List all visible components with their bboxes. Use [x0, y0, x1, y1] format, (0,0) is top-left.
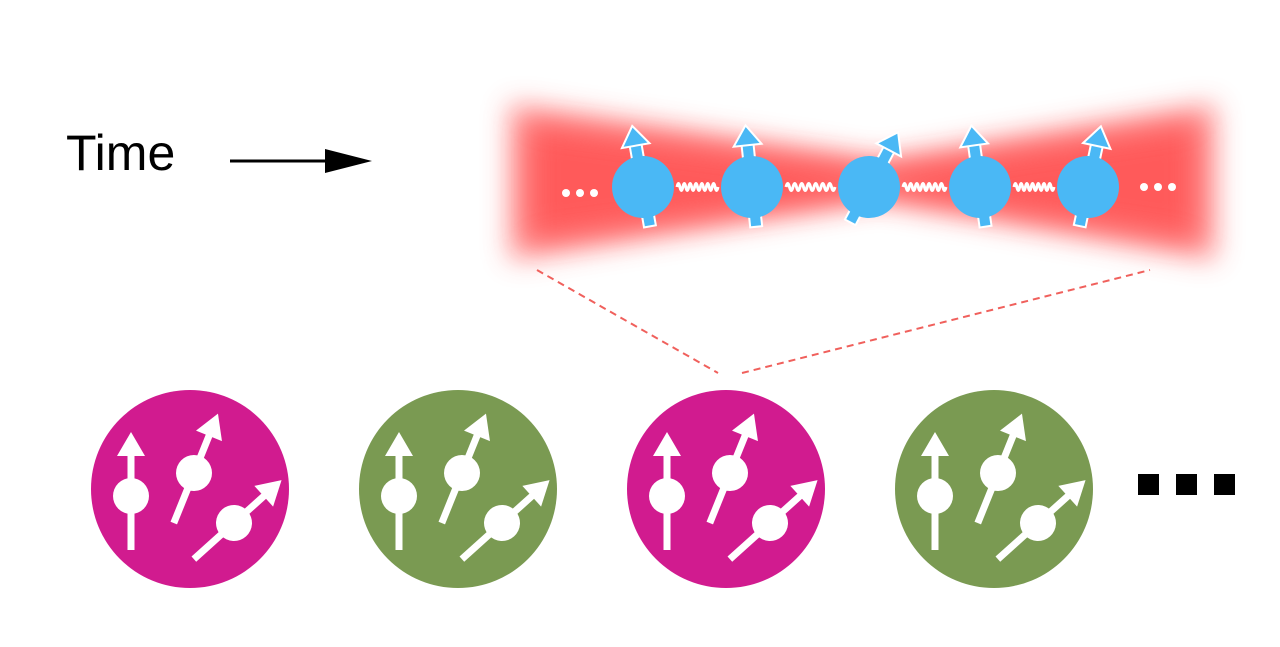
coupling-spring [784, 182, 837, 192]
coupling-spring [675, 182, 720, 192]
snapshot-green [895, 390, 1093, 588]
ion-couplings [675, 182, 1056, 192]
spin-arrow-icon [727, 480, 818, 562]
time-arrow-icon [230, 149, 372, 173]
ion-chain [612, 123, 1119, 229]
row-ellipsis-icon [1138, 474, 1235, 495]
spin-arrow-icon [649, 432, 685, 550]
spin-arrow-icon [381, 432, 417, 550]
ion-spin [721, 123, 783, 229]
spin-arrow-icon [170, 413, 222, 525]
coupling-spring [901, 182, 948, 192]
snapshot-magenta [627, 390, 825, 588]
snapshot-magenta [91, 390, 289, 588]
zoom-lines [536, 269, 1151, 374]
ion-spin [612, 124, 674, 229]
spin-arrow-icon [974, 413, 1026, 525]
time-label: Time [66, 125, 176, 181]
ion-spin [949, 123, 1011, 229]
snapshot-row [91, 390, 1093, 588]
spin-arrow-icon [113, 432, 149, 550]
ion-spin [838, 130, 903, 227]
chain-right-ellipsis-icon [1140, 183, 1176, 191]
spin-arrow-icon [995, 480, 1086, 562]
chain-left-ellipsis-icon [562, 189, 598, 197]
spin-arrow-icon [459, 480, 550, 562]
spin-arrow-icon [917, 432, 953, 550]
coupling-spring [1012, 182, 1056, 192]
spin-arrow-icon [191, 480, 282, 562]
snapshot-green [359, 390, 557, 588]
spin-arrow-icon [706, 413, 758, 525]
spin-arrow-icon [438, 413, 490, 525]
ion-spin [1057, 124, 1119, 229]
